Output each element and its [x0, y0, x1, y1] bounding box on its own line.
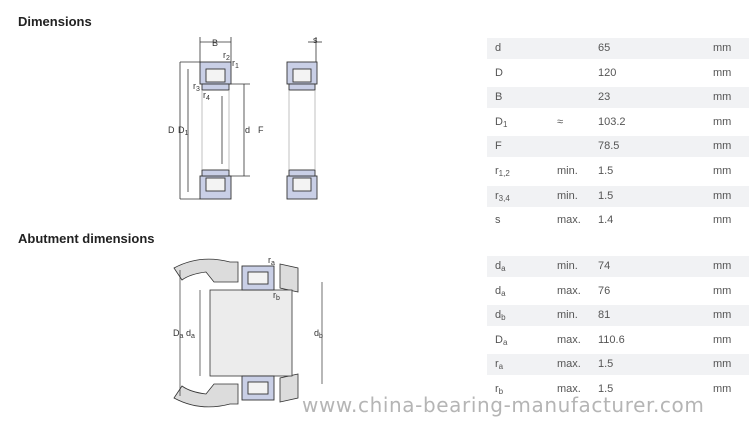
dimension-value: 1.5: [598, 164, 614, 177]
dimension-value: 103.2: [598, 115, 626, 128]
label-B: B: [212, 38, 218, 48]
dimension-row: F 78.5 mm: [487, 136, 749, 158]
dimension-symbol: rb: [495, 382, 504, 396]
label-Da: Da: [173, 328, 184, 340]
dimensions-title: Dimensions: [18, 14, 92, 29]
label-d: d: [245, 125, 250, 135]
dimension-row: d 65 mm: [487, 38, 749, 59]
dimension-unit: mm: [713, 115, 732, 128]
label-db: db: [314, 328, 323, 340]
dimension-qualifier: min.: [557, 189, 578, 202]
dimension-row: D 120 mm: [487, 63, 749, 84]
dimension-qualifier: ≈: [557, 115, 564, 128]
dimension-symbol: r3,4: [495, 189, 510, 203]
dimension-symbol: da: [495, 260, 506, 273]
dimension-unit: mm: [713, 140, 732, 153]
dimension-symbol: da: [495, 284, 506, 298]
dimension-row: r3,4 min. 1.5 mm: [487, 185, 749, 207]
dimension-unit: mm: [713, 66, 732, 79]
dimension-unit: mm: [713, 309, 732, 322]
dimension-value: 1.5: [598, 358, 614, 371]
abutment-drawing: Da da db ra rb: [173, 255, 323, 408]
abutment-row: rb max. 1.5 mm: [487, 379, 749, 400]
dimension-symbol: d: [495, 42, 502, 54]
dimension-symbol: db: [495, 309, 506, 323]
dimension-value: 120: [598, 66, 617, 79]
label-rb: rb: [273, 290, 280, 302]
label-ra: ra: [268, 255, 275, 267]
dimension-value: 1.4: [598, 214, 614, 227]
dimension-unit: mm: [713, 260, 732, 272]
dimension-symbol: s: [495, 214, 501, 227]
dimension-value: 76: [598, 284, 611, 297]
dimension-qualifier: max.: [557, 333, 581, 346]
dimension-unit: mm: [713, 358, 732, 371]
dimension-qualifier: max.: [557, 284, 581, 297]
dimension-qualifier: min.: [557, 309, 578, 322]
dimension-value: 1.5: [598, 382, 614, 395]
dimension-symbol: B: [495, 91, 503, 104]
label-D1: D1: [178, 125, 189, 137]
dimension-value: 78.5: [598, 140, 620, 153]
label-s: s: [313, 35, 318, 45]
dimension-qualifier: min.: [557, 164, 578, 177]
dimension-unit: mm: [713, 284, 732, 297]
watermark: www.china-bearing-manufacturer.com: [302, 393, 705, 417]
dimension-unit: mm: [713, 42, 732, 54]
label-r2: r2: [223, 50, 230, 62]
dimension-value: 110.6: [598, 333, 625, 346]
label-r1: r1: [232, 58, 239, 70]
abutment-row: da min. 74 mm: [487, 256, 749, 277]
dimension-value: 65: [598, 42, 611, 54]
dimension-symbol: ra: [495, 358, 504, 372]
dimension-unit: mm: [713, 382, 732, 395]
dimension-value: 81: [598, 309, 611, 322]
abutment-row: Da max. 110.6 mm: [487, 330, 749, 351]
label-F: F: [258, 125, 264, 135]
dimension-value: 1.5: [598, 189, 614, 202]
dimension-qualifier: max.: [557, 358, 581, 371]
abutment-row: ra max. 1.5 mm: [487, 354, 749, 376]
dimension-unit: mm: [713, 214, 732, 227]
dimension-qualifier: max.: [557, 382, 581, 395]
label-D: D: [168, 125, 175, 135]
dimension-row: B 23 mm: [487, 87, 749, 109]
dimension-unit: mm: [713, 189, 732, 202]
dimension-unit: mm: [713, 164, 732, 177]
dimension-qualifier: min.: [557, 260, 578, 272]
label-da: da: [186, 328, 195, 340]
dimension-row: r1,2 min. 1.5 mm: [487, 161, 749, 182]
dimension-unit: mm: [713, 333, 732, 346]
dimension-qualifier: max.: [557, 214, 581, 227]
dimension-row: s max. 1.4 mm: [487, 210, 749, 231]
dimension-symbol: F: [495, 140, 502, 153]
abutment-row: da max. 76 mm: [487, 281, 749, 302]
dimension-symbol: r1,2: [495, 164, 510, 178]
dimension-symbol: D: [495, 66, 503, 79]
abutment-row: db min. 81 mm: [487, 305, 749, 327]
dimension-row: D1 ≈103.2 mm: [487, 112, 749, 133]
dimension-value: 74: [598, 260, 611, 272]
dimension-unit: mm: [713, 91, 732, 104]
abutment-dimensions-title: Abutment dimensions: [18, 231, 155, 246]
dimension-value: 23: [598, 91, 611, 104]
dimension-symbol: Da: [495, 333, 508, 347]
label-r3: r3: [193, 81, 200, 93]
dimension-symbol: D1: [495, 115, 508, 129]
bearing-cross-section-drawing: B s r2 r1 r3 r4 D D1 d F: [168, 35, 322, 200]
label-r4: r4: [203, 90, 210, 102]
